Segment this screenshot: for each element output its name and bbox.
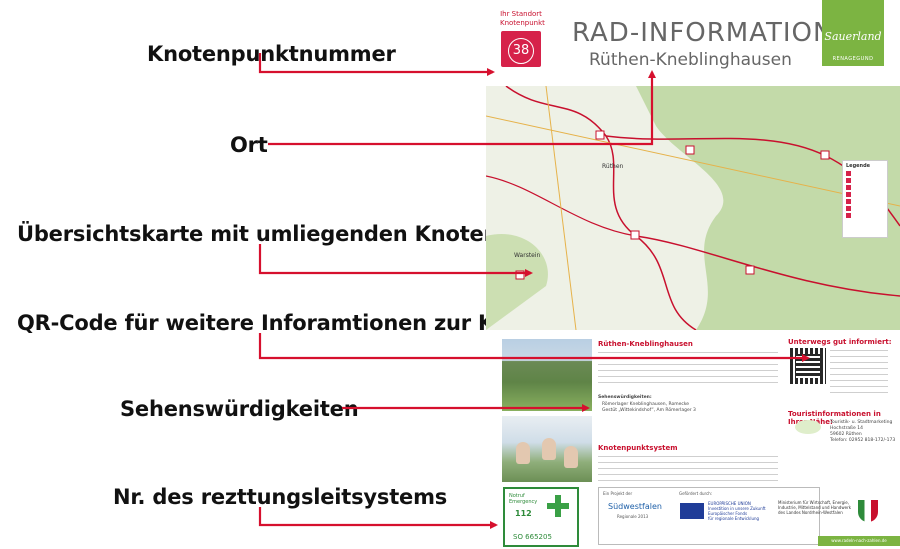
- first-aid-cross-icon: [547, 495, 569, 517]
- logo-word: Sauerland: [824, 30, 882, 43]
- label-rettungsleitsystem: Nr. des rezttungsleitsystems: [113, 485, 448, 509]
- rescue-line2: Emergency: [509, 499, 538, 505]
- cyclists-photo: [502, 416, 592, 482]
- funded-label: Gefördert durch:: [679, 491, 713, 496]
- rescue-number: 112: [515, 509, 532, 518]
- rescue-line1: Notruf: [509, 493, 525, 499]
- place-text: [598, 350, 778, 386]
- arrow-rettungsleitsystem: [258, 507, 498, 529]
- node-number: 38: [508, 38, 534, 64]
- legend-row: [846, 185, 884, 190]
- standort-line2: Knotenpunkt: [500, 19, 545, 27]
- place-heading: Rüthen-Kneblinghausen: [598, 340, 693, 348]
- tourist-logo: [795, 420, 821, 434]
- arrow-ort: [268, 70, 656, 146]
- suedwestfalen-sub: Regionale 2013: [617, 514, 649, 519]
- legend-row: [846, 178, 884, 183]
- legend-row: [846, 206, 884, 211]
- arrow-knotenpunktnummer: [258, 53, 495, 76]
- mobile-heading: Unterwegs gut informiert:: [788, 338, 892, 346]
- rescue-code: SO 665205: [513, 533, 552, 541]
- standort-badge: Ihr Standort Knotenpunkt 38: [500, 10, 545, 67]
- rescue-sign: Notruf Emergency 112 SO 665205: [503, 487, 579, 547]
- legend-row: [846, 192, 884, 197]
- node-number-box: 38: [501, 31, 541, 67]
- tourist-street: Hochstraße 14: [830, 426, 863, 431]
- ministry-line2: Industrie, Mittelstand und Handwerk: [778, 505, 852, 510]
- legend-title: Legende: [846, 163, 871, 169]
- overview-map: Rüthen Warstein: [486, 86, 900, 330]
- label-knotenpunktnummer: Knotenpunktnummer: [147, 42, 396, 66]
- board-place: Rüthen-Kneblinghausen: [589, 50, 792, 70]
- landscape-photo: [502, 339, 592, 411]
- ministry-line3: des Landes Nordrhein-Westfalen: [778, 510, 843, 515]
- tourist-phone: Telefon: 02952 818-172/-173: [830, 438, 896, 443]
- legend-row: [846, 199, 884, 204]
- map-legend: Legende: [842, 160, 888, 238]
- board-title: RAD-INFORMATION: [572, 18, 834, 48]
- legend-row: [846, 171, 884, 176]
- legend-row: [846, 213, 884, 218]
- eu-flag-icon: [680, 503, 704, 519]
- node-system-heading: Knotenpunktsystem: [598, 444, 678, 452]
- eu-line3: Europäischer Fonds: [708, 511, 748, 516]
- ministry-line1: Ministerium für Wirtschaft, Energie,: [778, 500, 850, 505]
- arrow-qr-code: [258, 333, 810, 362]
- sights-label: Sehenswürdigkeiten:: [598, 395, 652, 400]
- sight-2: Gestüt „Wittekindshof“, Am Römerlager 3: [602, 408, 696, 413]
- nrw-crest-icon: [858, 500, 878, 522]
- node-system-text: [598, 454, 778, 482]
- funding-bar: Ein Projekt der Gefördert durch:: [598, 487, 820, 545]
- mobile-text: [830, 348, 888, 398]
- map-town-warstein: Warstein: [514, 252, 541, 259]
- arrow-uebersichtskarte: [258, 244, 533, 277]
- logo-sub: RENAGEGUND: [832, 56, 874, 62]
- tourist-city: 59602 Rüthen: [830, 432, 862, 437]
- tourist-name: Touristik- u. Stadtmarketing: [830, 420, 893, 425]
- eu-text: EUROPÄISCHE UNION Investition in unsere …: [708, 501, 766, 521]
- eu-line2: Investition in unsere Zukunft: [708, 506, 766, 511]
- eu-line1: EUROPÄISCHE UNION: [708, 501, 751, 506]
- label-sehenswuerdigkeiten: Sehenswürdigkeiten: [120, 397, 359, 421]
- project-label: Ein Projekt der: [603, 491, 633, 496]
- suedwestfalen-logo: Südwestfalen: [608, 502, 662, 511]
- sight-1: Römerlager Kneblinghausen, Romecke: [602, 402, 690, 407]
- label-ort: Ort: [230, 133, 268, 157]
- sauerland-logo: Sauerland RENAGEGUND: [822, 0, 884, 66]
- ministry-text: Ministerium für Wirtschaft, Energie, Ind…: [778, 500, 851, 515]
- eu-line4: für regionale Entwicklung: [708, 516, 760, 521]
- map-town-ruethen: Rüthen: [602, 163, 624, 170]
- footer-url[interactable]: www.radeln-nach-zahlen.de: [818, 536, 900, 546]
- standort-line1: Ihr Standort: [500, 10, 542, 18]
